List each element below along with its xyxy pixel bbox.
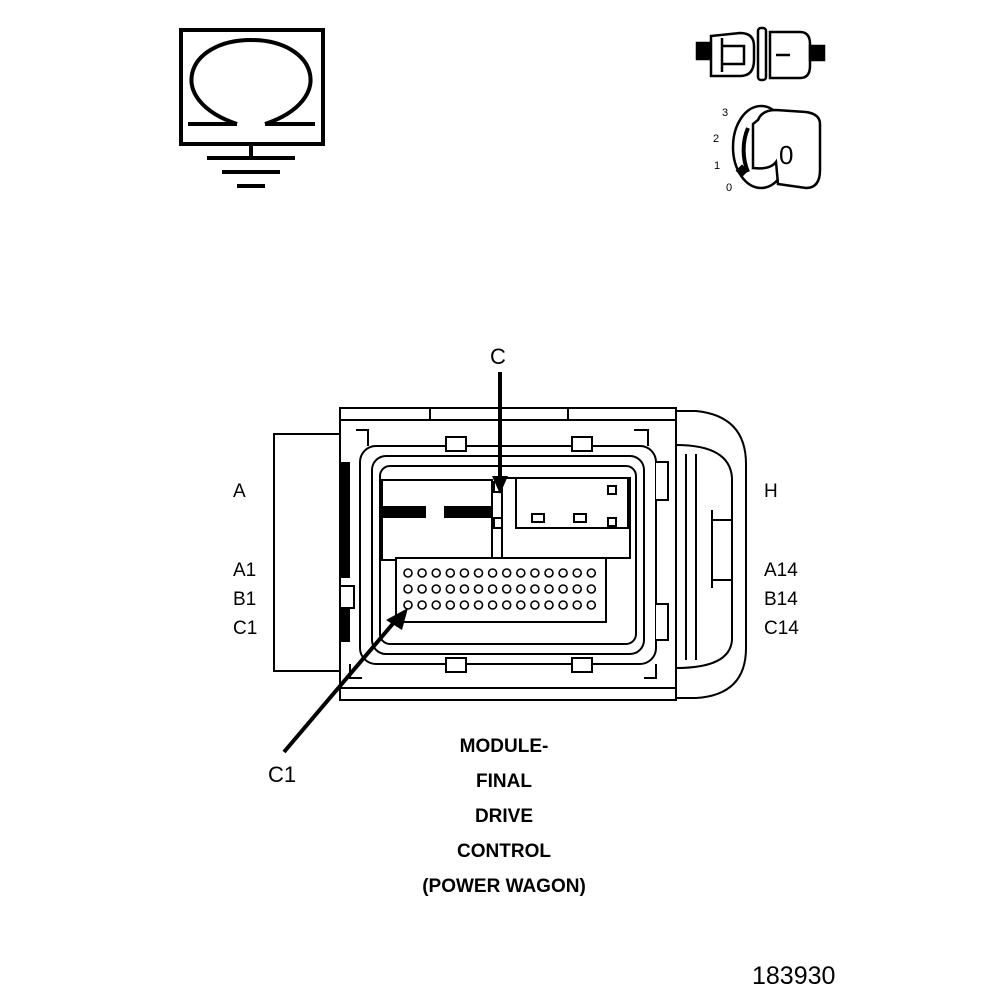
pin-hole bbox=[403, 568, 413, 578]
pin-hole bbox=[544, 584, 554, 594]
pin-hole bbox=[487, 584, 498, 594]
callout-c-label: C bbox=[490, 344, 506, 369]
caption-line-1: MODULE- bbox=[460, 736, 549, 757]
connector-plug-icon bbox=[695, 26, 826, 82]
connector-body bbox=[273, 407, 747, 701]
pin-hole bbox=[459, 568, 470, 578]
pin-hole bbox=[431, 600, 442, 610]
caption-line-5: (POWER WAGON) bbox=[422, 876, 586, 897]
pin-hole bbox=[417, 600, 427, 610]
pin-hole bbox=[558, 584, 568, 594]
pin-hole bbox=[530, 568, 540, 578]
right-row3-label: C14 bbox=[764, 618, 799, 639]
pin-hole bbox=[417, 584, 427, 594]
left-cavity-label: A bbox=[233, 481, 246, 502]
ignition-position-2: 2 bbox=[713, 133, 719, 145]
pin-hole bbox=[515, 568, 526, 578]
pin-hole bbox=[586, 568, 597, 578]
pin-hole bbox=[501, 584, 512, 594]
pin-hole bbox=[501, 568, 512, 578]
pin-hole bbox=[501, 600, 512, 610]
right-row1-label: A14 bbox=[764, 560, 798, 581]
pin-hole bbox=[459, 584, 470, 594]
callout-arrow-c bbox=[492, 372, 508, 494]
ohm-ground-icon bbox=[179, 28, 325, 188]
callout-arrow-c1 bbox=[282, 608, 408, 754]
pin-hole bbox=[544, 568, 554, 578]
ignition-position-3: 3 bbox=[722, 107, 728, 119]
caption: MODULE- FINAL DRIVE CONTROL (POWER WAGON… bbox=[422, 736, 586, 897]
pin-hole bbox=[403, 600, 413, 610]
pin-hole bbox=[487, 600, 498, 610]
pin-hole bbox=[558, 600, 568, 610]
ignition-key-label: 0 bbox=[779, 140, 793, 170]
figure-number: 183930 bbox=[752, 962, 835, 990]
ignition-position-0: 0 bbox=[726, 182, 732, 194]
pin-hole bbox=[473, 568, 484, 578]
pin-hole bbox=[572, 568, 583, 578]
pin-hole bbox=[558, 568, 568, 578]
right-row2-label: B14 bbox=[764, 589, 798, 610]
pin-hole bbox=[487, 568, 498, 578]
pin-hole bbox=[572, 600, 583, 610]
pin-hole bbox=[431, 568, 442, 578]
pin-field bbox=[403, 568, 597, 610]
caption-line-4: CONTROL bbox=[457, 841, 551, 862]
pin-hole bbox=[530, 600, 540, 610]
left-row1-label: A1 bbox=[233, 560, 256, 581]
pin-hole bbox=[445, 568, 456, 578]
pin-hole bbox=[544, 600, 554, 610]
pin-hole bbox=[417, 568, 427, 578]
callout-c1-label: C1 bbox=[268, 762, 296, 787]
right-cavity-label: H bbox=[764, 481, 778, 502]
caption-line-3: DRIVE bbox=[475, 806, 533, 827]
pin-hole bbox=[572, 584, 583, 594]
pin-hole bbox=[530, 584, 540, 594]
pin-hole bbox=[586, 600, 597, 610]
pin-hole bbox=[445, 584, 456, 594]
pin-hole bbox=[586, 584, 597, 594]
ignition-position-1: 1 bbox=[714, 160, 720, 172]
connector-latch-bars bbox=[340, 462, 492, 642]
pin-hole bbox=[403, 584, 413, 594]
pin-hole bbox=[473, 600, 484, 610]
pin-hole bbox=[515, 584, 526, 594]
pin-hole bbox=[445, 600, 456, 610]
ignition-key-icon: 3 2 1 0 0 bbox=[713, 104, 822, 194]
left-row3-label: C1 bbox=[233, 618, 257, 639]
left-row2-label: B1 bbox=[233, 589, 256, 610]
pin-hole bbox=[431, 584, 442, 594]
pin-hole bbox=[515, 600, 526, 610]
pin-hole bbox=[459, 600, 470, 610]
pin-hole bbox=[473, 584, 484, 594]
caption-line-2: FINAL bbox=[476, 771, 532, 792]
